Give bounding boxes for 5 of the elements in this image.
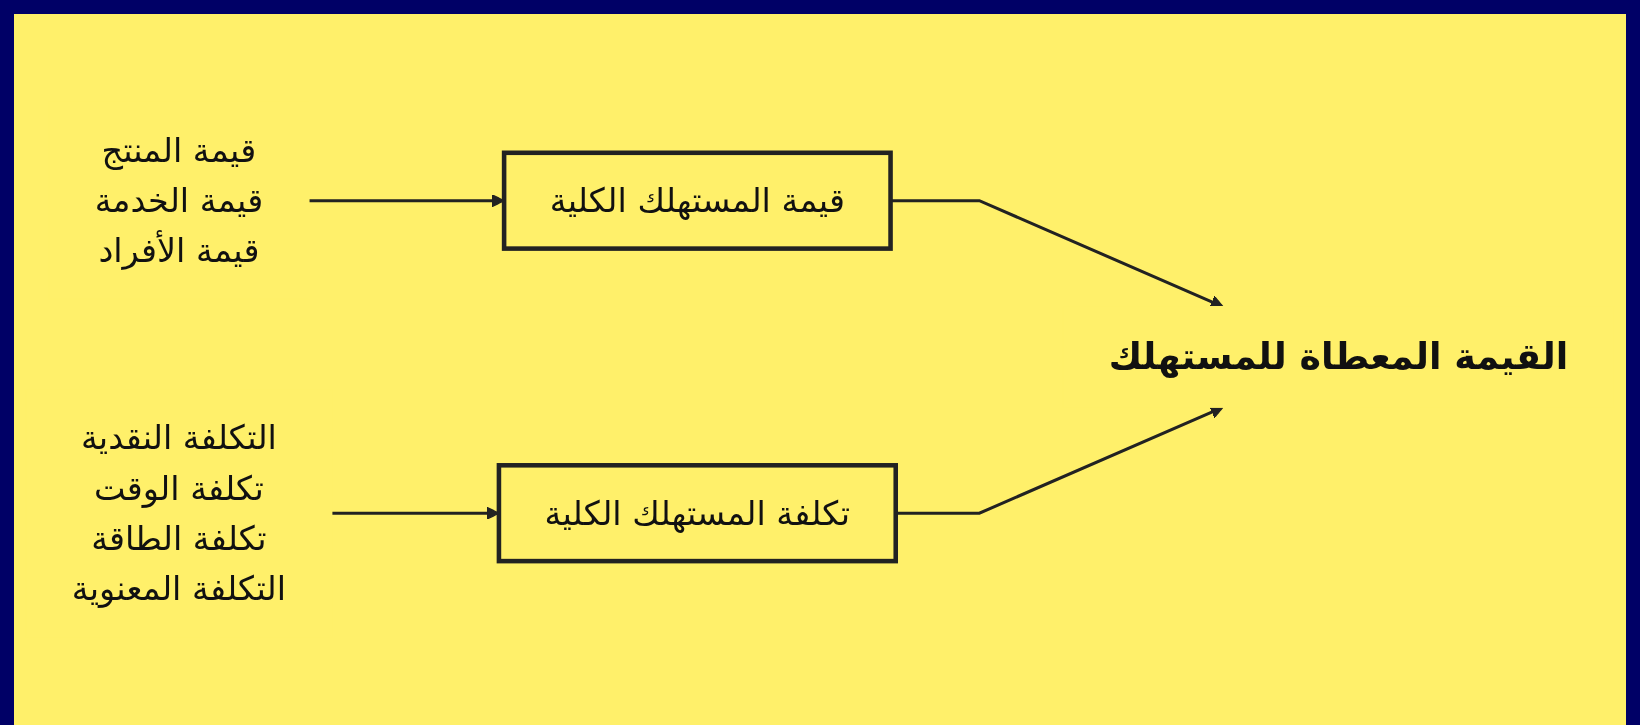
node-text: قيمة المنتج قيمة الخدمة قيمة الأفراد (94, 131, 264, 270)
node-box: قيمة المستهلك الكلية (501, 150, 893, 251)
node-text: القيمة المعطاة للمستهلك (1108, 335, 1569, 379)
node-text: التكلفة النقدية تكلفة الوقت تكلفة الطاقة التكلفة المعنوية (71, 418, 287, 608)
node-box: تكلفة المستهلك الكلية (496, 463, 898, 564)
